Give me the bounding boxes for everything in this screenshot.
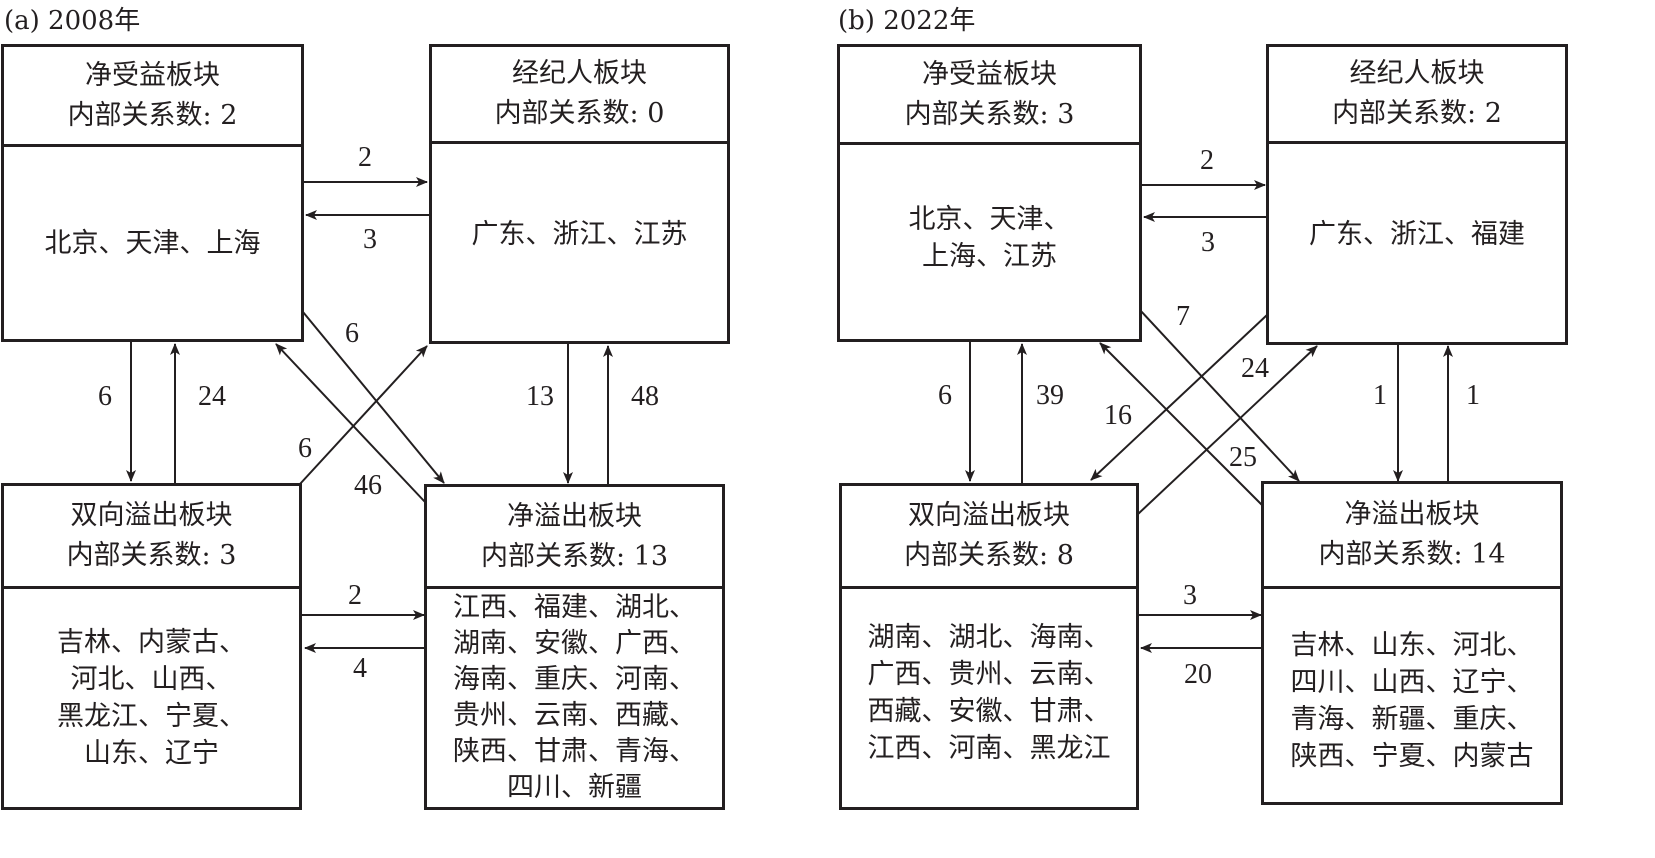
link-label: 25 [1229,442,1257,473]
block-member: 贵州、云南、西藏、 [453,700,696,731]
block-member: 广西、贵州、云南、 [867,659,1111,690]
arrow-b-spill-to-benefit [1099,342,1263,506]
block-net-benefit-b: 净受益板块内部关系数: 3 北京、天津、 上海、江苏 [837,44,1142,342]
block-member: 陕西、宁夏、内蒙古 [1290,741,1534,772]
block-member: 四川、山西、辽宁、 [1290,667,1534,698]
block-net-spillover-b: 净溢出板块内部关系数: 14 吉林、山东、河北、 四川、山西、辽宁、 青海、新疆… [1261,481,1563,805]
block-member: 北京、天津、上海 [44,227,261,259]
block-member: 江西、福建、湖北、 [453,592,696,623]
block-member: 陕西、甘肃、青海、 [453,736,696,767]
block-member: 四川、新疆 [507,772,642,803]
arrow-b-benefit-to-spill [1139,309,1300,482]
block-broker-b: 经纪人板块内部关系数: 2 广东、浙江、福建 [1266,44,1568,345]
link-label: 1 [1466,380,1480,411]
block-internal: 内部关系数: 3 [904,98,1075,130]
block-bidirectional-a: 双向溢出板块内部关系数: 3 吉林、内蒙古、 河北、山西、 黑龙江、宁夏、 山东… [1,483,302,810]
arrow-b-broker-to-bidir [1090,314,1268,481]
block-name: 净溢出板块 [507,500,642,532]
block-name: 净受益板块 [922,58,1057,90]
block-name: 双向溢出板块 [908,500,1070,531]
block-broker-a: 经纪人板块内部关系数: 0 广东、浙江、江苏 [429,44,730,344]
block-member: 吉林、山东、河北、 [1290,630,1534,661]
block-member: 河北、山西、 [70,664,233,695]
link-label: 39 [1036,380,1064,411]
block-internal: 内部关系数: 14 [1318,539,1506,570]
link-label: 24 [1241,353,1269,384]
block-member: 青海、新疆、重庆、 [1290,704,1534,735]
block-bidirectional-b: 双向溢出板块内部关系数: 8 湖南、湖北、海南、 广西、贵州、云南、 西藏、安徽… [839,483,1139,810]
panel-b-title: (b) 2022年 [838,6,976,36]
link-label: 3 [1183,580,1197,611]
block-internal: 内部关系数: 2 [67,99,238,131]
block-member: 江西、河南、黑龙江 [867,733,1111,764]
panel-a-title: (a) 2008年 [4,6,141,36]
block-member: 北京、天津、 [908,204,1071,235]
block-internal: 内部关系数: 0 [494,98,665,129]
link-label: 3 [1201,227,1215,258]
block-name: 净受益板块 [85,59,220,91]
arrow-a-spill-to-benefit [275,343,426,503]
link-label: 24 [198,381,226,412]
link-label: 2 [358,142,372,173]
block-name: 经纪人板块 [1349,58,1485,89]
block-member: 湖南、安徽、广西、 [453,628,696,659]
link-label: 13 [526,381,554,412]
block-internal: 内部关系数: 3 [66,540,237,571]
block-member: 广东、浙江、江苏 [471,218,688,250]
block-member: 广东、浙江、福建 [1309,218,1525,250]
link-label: 4 [353,653,367,684]
link-label: 7 [1176,301,1190,332]
link-label: 6 [938,380,952,411]
block-internal: 内部关系数: 13 [480,540,669,572]
block-member: 西藏、安徽、甘肃、 [867,696,1111,727]
link-label: 20 [1184,659,1212,690]
block-member: 吉林、内蒙古、 [57,627,246,658]
block-net-benefit-a: 净受益板块内部关系数: 2 北京、天津、上海 [1,44,304,342]
block-member: 湖南、湖北、海南、 [867,622,1111,653]
block-member: 上海、江苏 [922,241,1057,272]
link-label: 2 [1200,145,1214,176]
block-member: 黑龙江、宁夏、 [57,701,246,732]
link-label: 46 [354,470,382,501]
link-label: 48 [631,381,659,412]
link-label: 3 [363,224,377,255]
arrow-a-benefit-to-spill [302,311,445,484]
block-internal: 内部关系数: 8 [904,540,1074,571]
block-net-spillover-a: 净溢出板块内部关系数: 13 江西、福建、湖北、 湖南、安徽、广西、 海南、重庆… [424,484,725,810]
block-member: 海南、重庆、河南、 [453,664,696,695]
arrow-b-bidir-to-broker [1136,345,1318,516]
link-label: 16 [1104,400,1132,431]
arrow-a-bidir-to-broker [299,345,428,485]
block-name: 经纪人板块 [512,58,647,89]
block-name: 净溢出板块 [1344,499,1480,530]
block-name: 双向溢出板块 [70,500,233,531]
link-label: 6 [298,433,312,464]
block-internal: 内部关系数: 2 [1332,98,1502,129]
link-label: 1 [1373,380,1387,411]
link-label: 6 [345,318,359,349]
link-label: 2 [348,580,362,611]
block-member: 山东、辽宁 [84,738,219,769]
link-label: 6 [98,381,112,412]
